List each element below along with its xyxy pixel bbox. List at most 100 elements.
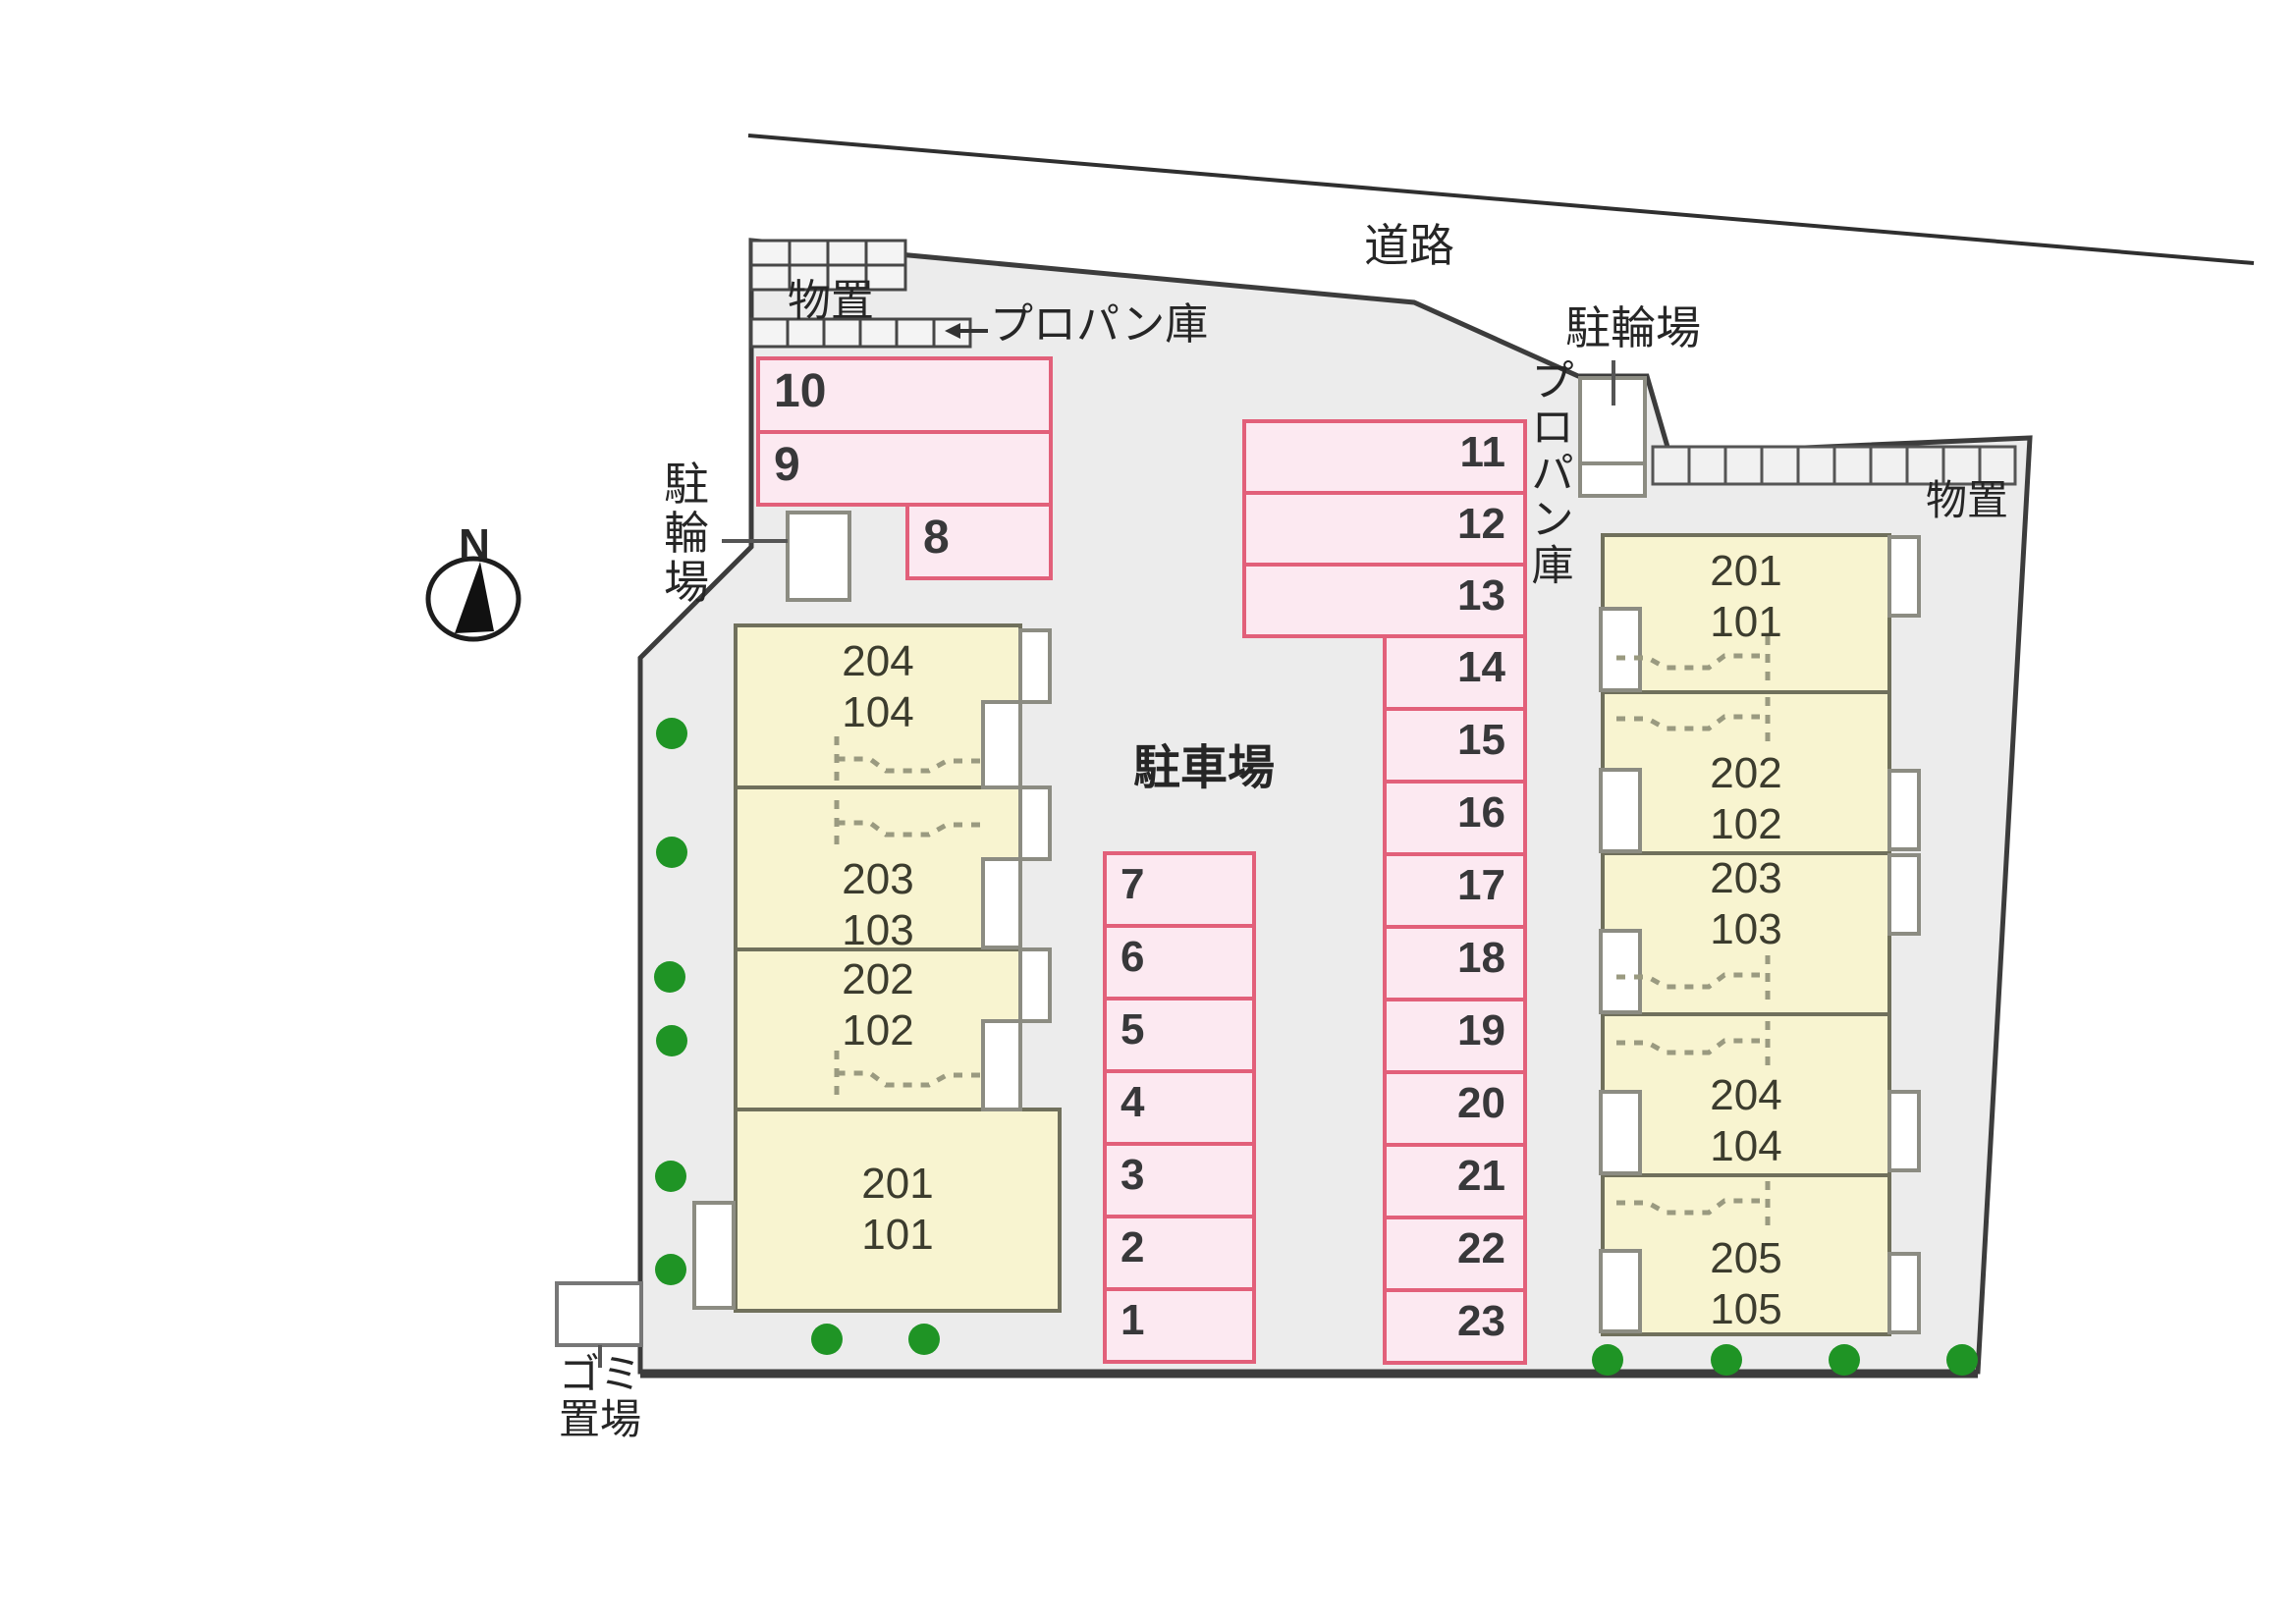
unit-number-upper: 201	[861, 1160, 934, 1208]
garbage-label-line2: 置場	[558, 1396, 641, 1442]
parking-space-number: 8	[923, 512, 950, 564]
parking-space: 19	[1383, 998, 1527, 1074]
garbage-label-line1: ゴミ	[558, 1351, 641, 1397]
parking-space: 12	[1242, 491, 1527, 567]
parking-space-number: 1	[1121, 1296, 1145, 1344]
parking-space-number: 19	[1457, 1006, 1505, 1055]
road-label: 道路	[1364, 220, 1454, 271]
parking-space-number: 11	[1459, 428, 1505, 476]
unit-number-upper: 203	[842, 855, 914, 903]
unit-number-lower: 101	[1710, 598, 1782, 646]
unit-number-upper: 204	[1710, 1071, 1782, 1119]
road-upper-edge-line	[747, 134, 2255, 265]
parking-space-number: 12	[1457, 500, 1505, 548]
storage-shed-grid-left	[749, 239, 907, 292]
parking-space: 13	[1242, 563, 1527, 638]
storage-label-left: 物置	[788, 277, 874, 325]
unit-number-lower: 103	[1710, 905, 1782, 953]
parking-space: 22	[1383, 1216, 1527, 1292]
parking-space-number: 16	[1457, 788, 1505, 837]
propane-label-left: プロパン庫	[990, 300, 1209, 349]
unit-label: 203 103	[1601, 853, 1891, 955]
storage-shed-row-right	[1651, 445, 2017, 486]
propane-label-right: プ ロ パ ン 庫	[1531, 358, 1574, 590]
storage-label-right: 物置	[1925, 477, 2008, 523]
parking-space: 21	[1383, 1143, 1527, 1219]
unit-number-lower: 102	[1710, 800, 1782, 848]
parking-space: 18	[1383, 925, 1527, 1001]
parking-space: 4	[1103, 1069, 1256, 1146]
unit-label: 204 104	[1601, 1070, 1891, 1172]
balcony	[1018, 628, 1052, 704]
bicycle-parking-left	[786, 511, 851, 602]
unit-number-upper: 201	[1710, 547, 1782, 595]
unit-label: 201 101	[1601, 546, 1891, 648]
compass-north-icon	[425, 556, 521, 642]
parking-space: 1	[1103, 1287, 1256, 1364]
unit-label: 204 104	[734, 636, 1022, 738]
balcony	[1018, 947, 1052, 1023]
propane-locker-row-left	[749, 317, 972, 349]
parking-space-number: 20	[1457, 1079, 1505, 1127]
parking-space: 3	[1103, 1142, 1256, 1218]
parking-space-number: 10	[774, 365, 827, 417]
entrance-notch	[981, 1019, 1022, 1111]
unit-number-upper: 205	[1710, 1234, 1782, 1282]
unit-number-lower: 102	[842, 1006, 914, 1055]
parking-space-number: 14	[1457, 643, 1505, 691]
parking-space-number: 15	[1457, 716, 1505, 764]
parking-space: 15	[1383, 707, 1527, 784]
unit-number-upper: 202	[842, 955, 914, 1003]
parking-space-number: 4	[1121, 1078, 1145, 1126]
unit-number-upper: 204	[842, 637, 914, 685]
parking-space-number: 3	[1121, 1151, 1145, 1199]
parking-lot-label: 駐車場	[1132, 742, 1275, 794]
unit-number-lower: 104	[1710, 1122, 1782, 1170]
unit-number-lower: 101	[861, 1211, 934, 1259]
parking-space-number: 18	[1457, 934, 1505, 982]
unit-number-lower: 103	[842, 906, 914, 954]
entrance-notch	[1599, 1249, 1642, 1333]
entrance-notch	[1599, 768, 1642, 853]
bicycle-parking-divider	[1582, 461, 1643, 465]
entrance-notch	[981, 700, 1022, 789]
balcony	[1887, 535, 1921, 618]
parking-space: 9	[756, 430, 1053, 507]
parking-space-number: 23	[1457, 1297, 1505, 1345]
parking-space-number: 22	[1457, 1224, 1505, 1272]
parking-space: 6	[1103, 924, 1256, 1001]
unit-number-upper: 202	[1710, 749, 1782, 797]
parking-space: 8	[905, 503, 1053, 580]
balcony	[1018, 785, 1052, 861]
parking-space-number: 13	[1457, 571, 1505, 620]
parking-space: 16	[1383, 780, 1527, 856]
parking-space: 2	[1103, 1215, 1256, 1291]
parking-space-number: 5	[1121, 1005, 1145, 1054]
unit-number-lower: 104	[842, 688, 914, 736]
unit-label: 203 103	[734, 854, 1022, 956]
garbage-area-box	[555, 1281, 643, 1368]
unit-number-upper: 203	[1710, 854, 1782, 902]
parking-space-number: 9	[774, 439, 800, 491]
parking-space: 11	[1242, 419, 1527, 495]
unit-label: 205 105	[1601, 1233, 1891, 1335]
balcony	[1887, 853, 1921, 936]
bicycle-label-left: 駐 輪 場	[664, 459, 709, 608]
parking-space-number: 2	[1121, 1223, 1145, 1271]
unit-label: 202 102	[734, 954, 1022, 1056]
parking-space-number: 6	[1121, 933, 1145, 981]
unit-label: 201 101	[734, 1159, 1062, 1261]
balcony	[1887, 1090, 1921, 1172]
unit-label: 202 102	[1601, 748, 1891, 850]
parking-space: 23	[1383, 1288, 1527, 1365]
balcony	[1887, 1252, 1921, 1334]
unit-number-lower: 105	[1710, 1285, 1782, 1333]
compass-north-label: N	[459, 520, 490, 568]
left-building-unit-201-101	[734, 1108, 1062, 1313]
parking-space-number: 17	[1457, 861, 1505, 909]
bicycle-label-right: 駐輪場	[1565, 302, 1701, 353]
entrance-notch	[981, 857, 1022, 949]
balcony	[1887, 769, 1921, 851]
